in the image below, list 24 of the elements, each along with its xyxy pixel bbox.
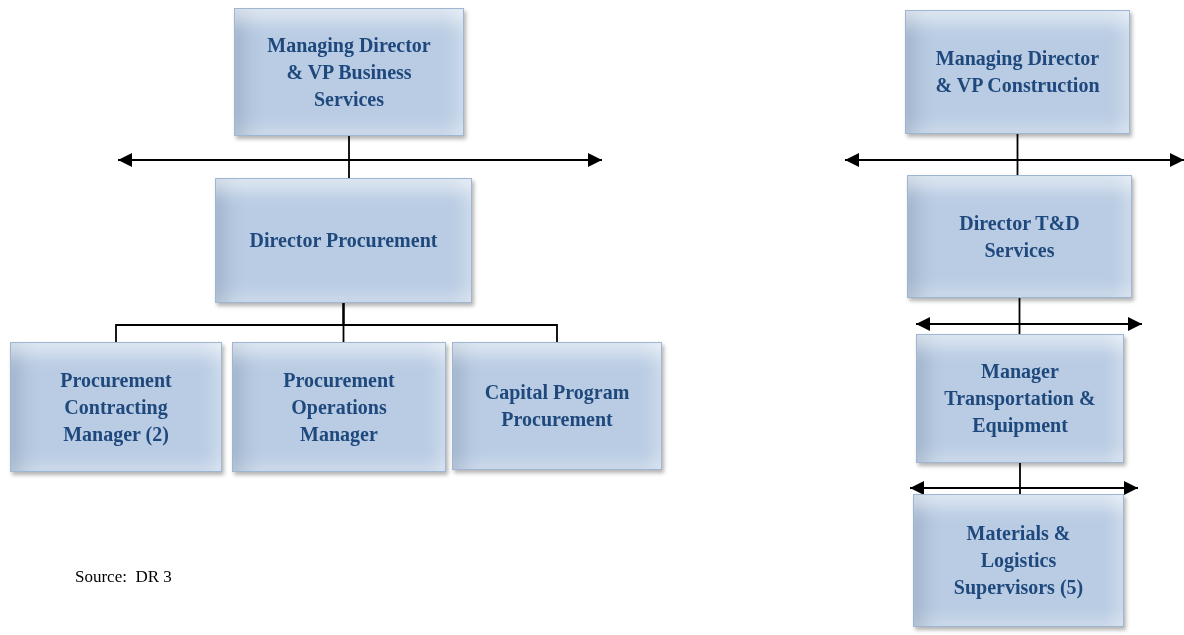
position-title: Capital Program Procurement [483,380,631,432]
position-box [452,342,662,470]
position-box [907,175,1132,298]
position-box [232,342,446,472]
position-title: Manager Transportation & Equipment [943,359,1097,439]
position-title: Materials & Logistics Supervisors (5) [952,521,1085,601]
position-title: Procurement Operations Manager [282,367,396,448]
connector-line [348,135,350,179]
position-box [234,8,464,136]
position-box [215,178,472,303]
source-note: Source: DR 3 [75,567,172,587]
position-title: Managing Director & VP Business Services [266,32,432,112]
position-title: Procurement Contracting Manager (2) [59,367,173,448]
connector-line [1018,297,1021,335]
connector-line [1016,133,1019,176]
position-box [905,10,1130,134]
position-box [913,494,1124,627]
connector-line [1019,462,1021,495]
position-title: Managing Director & VP Construction [934,46,1101,98]
position-title: Director Procurement [249,228,438,253]
position-title: Director T&D Services [958,210,1081,263]
connector-line [342,302,558,343]
position-box [916,334,1124,463]
position-box [10,342,222,472]
